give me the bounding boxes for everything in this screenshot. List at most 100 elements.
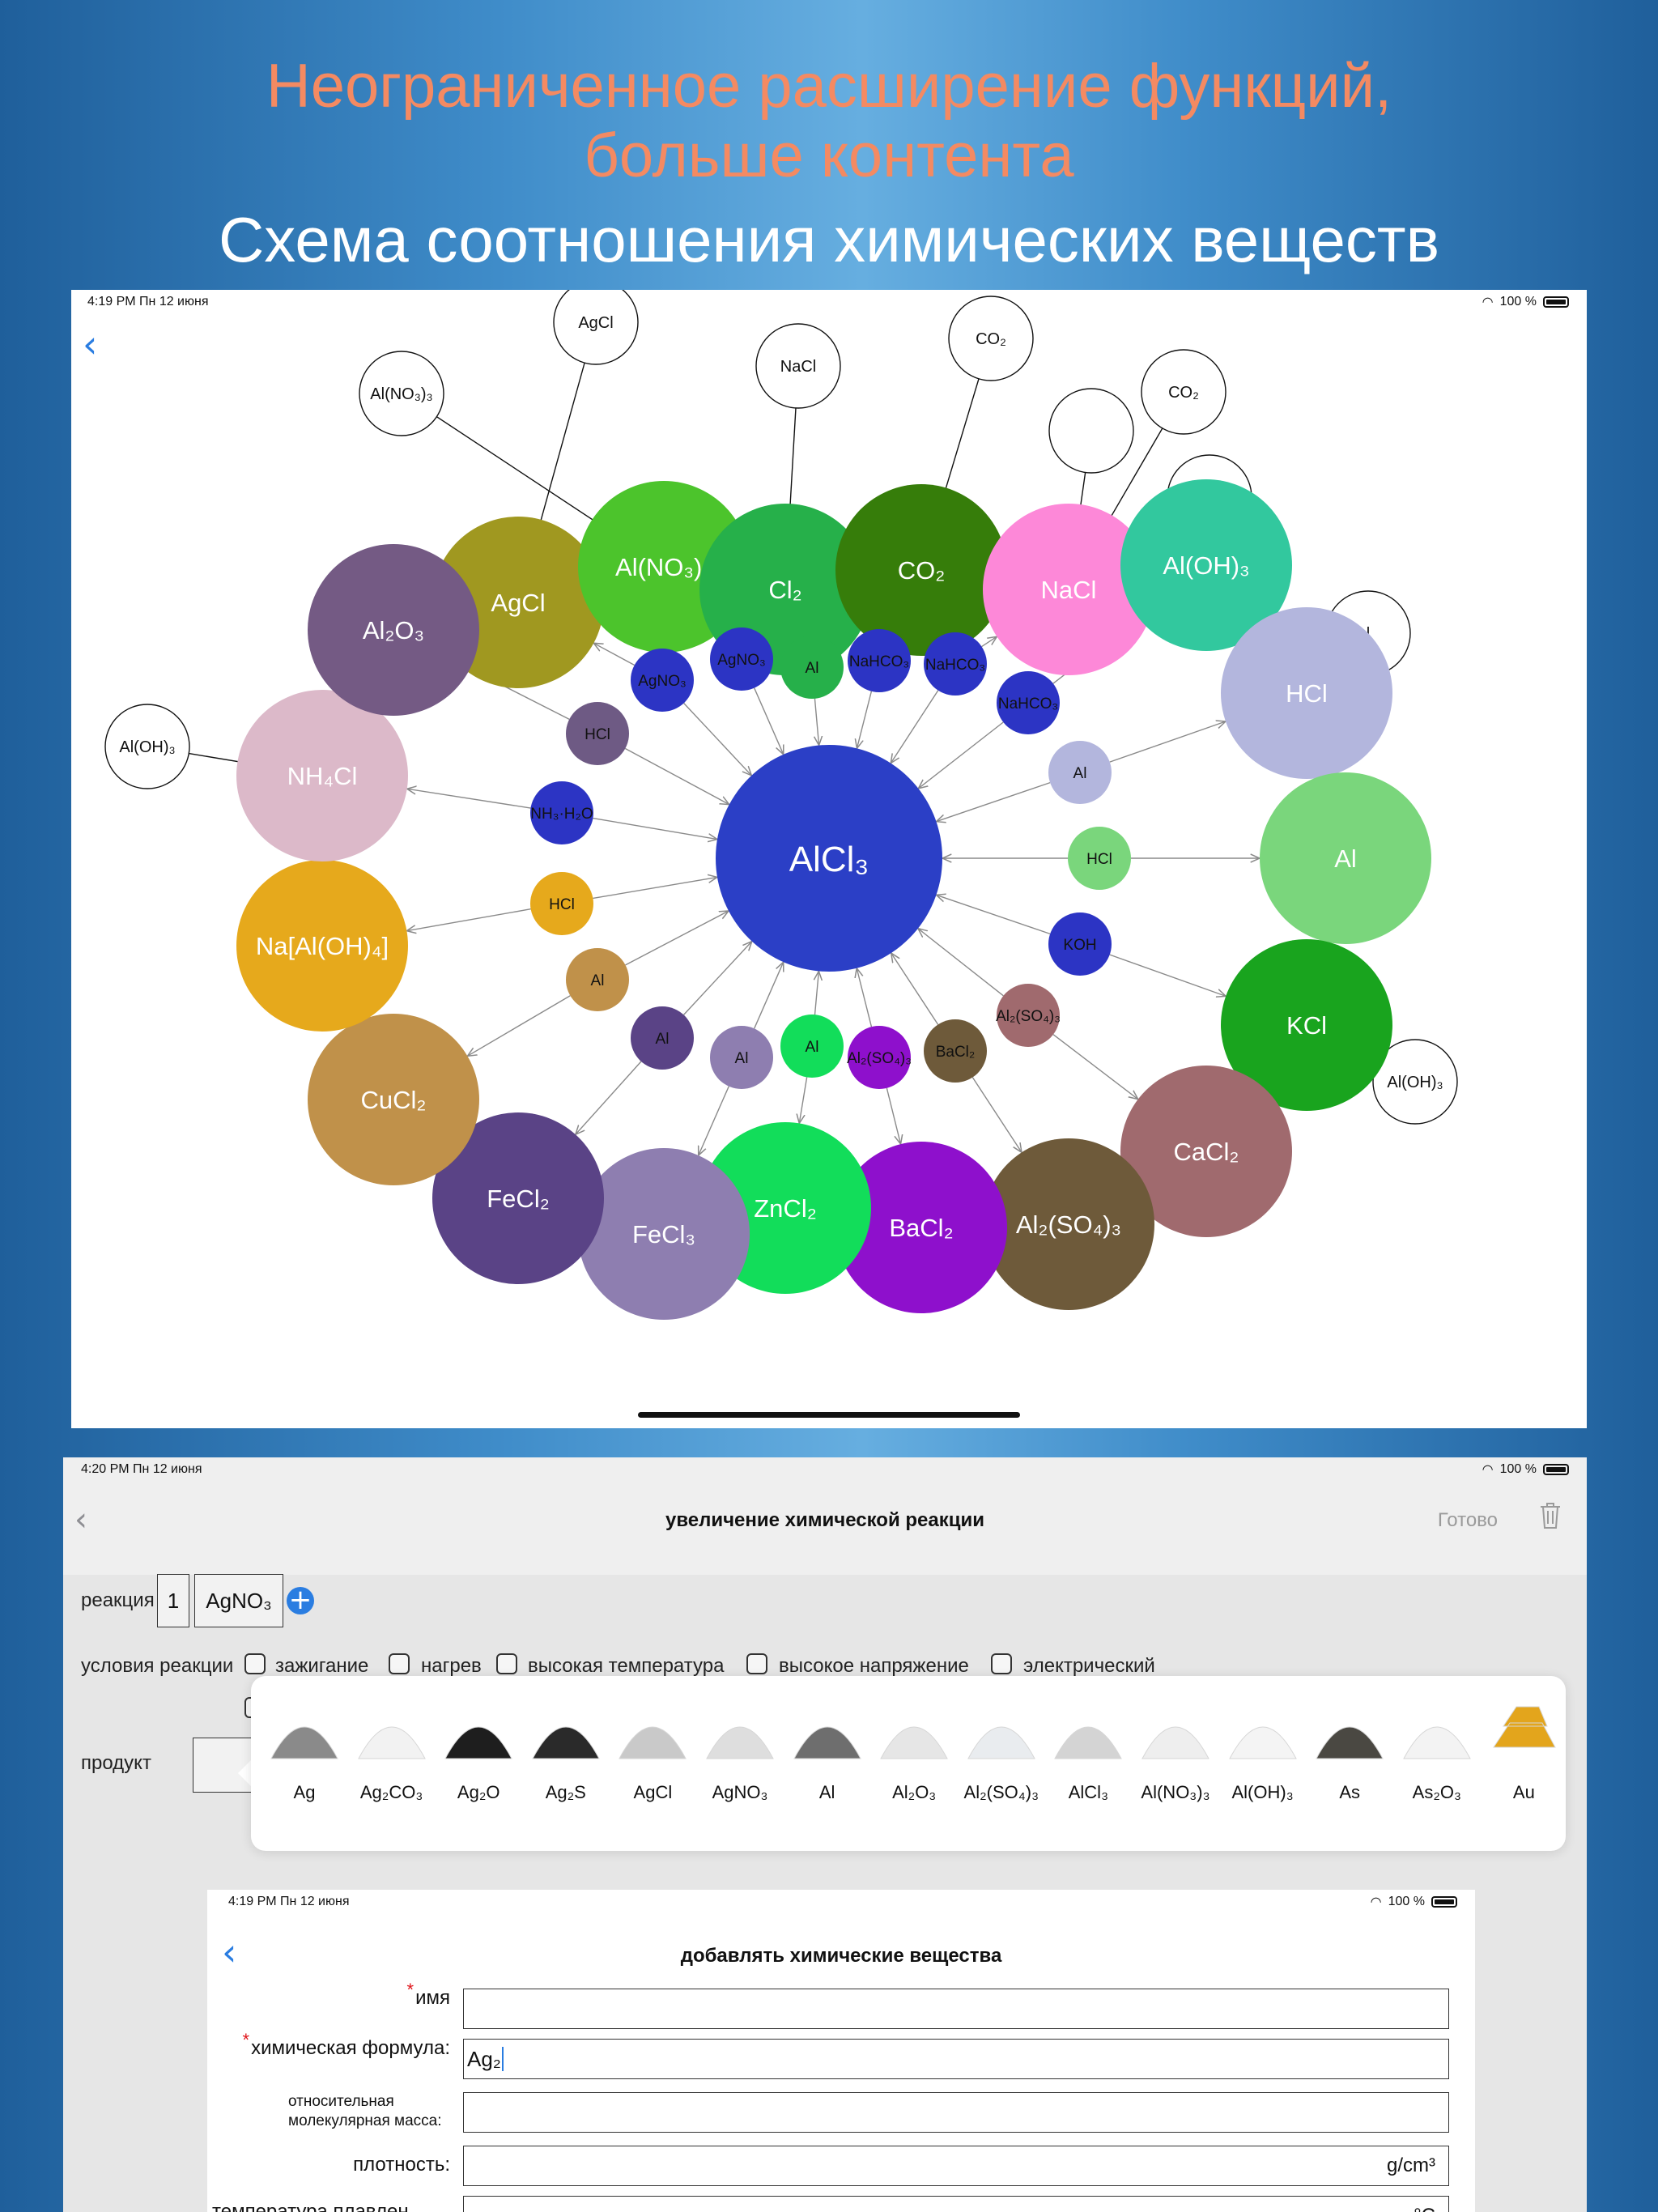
connector-arrow (625, 747, 729, 804)
status-right: ◠ 100 % (1482, 1457, 1569, 1482)
connector-arrow (891, 690, 939, 764)
inner-node[interactable]: NaHCO₃ (848, 629, 911, 692)
outer-node[interactable]: NH₄Cl (236, 690, 408, 861)
white-node[interactable]: Al(NO₃)₃ (359, 351, 444, 436)
substance-item[interactable]: Al₂O₃ (870, 1691, 958, 1803)
back-icon[interactable]: ‹ (83, 322, 98, 366)
inner-node[interactable]: Al (566, 948, 629, 1011)
substance-item[interactable]: Ag₂O (435, 1691, 522, 1803)
outer-node-label: CaCl₂ (1174, 1138, 1239, 1166)
center-node[interactable]: AlCl₃ (716, 745, 942, 972)
white-node[interactable]: NaCl (755, 323, 841, 409)
inner-node[interactable]: HCl (1068, 827, 1131, 890)
substance-item[interactable]: AgNO₃ (696, 1691, 784, 1803)
reaction-count-field[interactable]: 1 (157, 1574, 189, 1627)
white-node[interactable] (1048, 388, 1134, 474)
outer-node[interactable]: FeCl₂ (432, 1112, 604, 1284)
name-input[interactable] (463, 1989, 1449, 2029)
checkbox-ignition[interactable] (244, 1653, 266, 1674)
outer-node[interactable]: Al(OH)₃ (1120, 479, 1292, 651)
inner-node-label: NaHCO₃ (849, 653, 909, 670)
substance-item[interactable]: AlCl₃ (1044, 1691, 1132, 1803)
substance-item[interactable]: AgCl (609, 1691, 696, 1803)
outer-node-circle (1221, 939, 1392, 1111)
status-time: 4:19 PM Пн 12 июня (228, 1895, 350, 1908)
inner-node[interactable]: Al (780, 636, 844, 699)
substance-name: AgNO₃ (712, 1782, 768, 1802)
connector-arrow (1109, 721, 1226, 763)
reaction-substance-field[interactable]: AgNO₃ (194, 1574, 283, 1627)
done-button[interactable]: Готово (1437, 1509, 1498, 1531)
add-reactant-icon[interactable]: + (287, 1586, 314, 1614)
inner-node[interactable]: AgNO₃ (710, 627, 773, 691)
inner-node[interactable]: NaHCO₃ (924, 632, 987, 696)
substance-item[interactable]: As₂O₃ (1393, 1691, 1481, 1803)
outer-node[interactable]: CO₂ (835, 484, 1007, 656)
outer-node[interactable]: KCl (1221, 939, 1392, 1111)
inner-node[interactable]: Al (780, 1015, 844, 1078)
inner-node[interactable]: Al₂(SO₄)₃ (996, 984, 1061, 1047)
substance-item[interactable]: Au (1480, 1691, 1567, 1803)
inner-node[interactable]: Al₂(SO₄)₃ (847, 1026, 912, 1089)
back-icon[interactable]: ‹ (74, 1501, 87, 1538)
inner-node[interactable]: NaHCO₃ (997, 671, 1060, 734)
outer-node[interactable]: Al₂O₃ (308, 544, 479, 716)
page-title: увеличение химической реакции (665, 1509, 984, 1531)
density-input[interactable]: g/cm³ (463, 2146, 1449, 2186)
wifi-icon: ◠ (1370, 1894, 1382, 1909)
outer-node[interactable]: CaCl₂ (1120, 1066, 1292, 1237)
substance-item[interactable]: Al(NO₃)₃ (1132, 1691, 1219, 1803)
outer-node[interactable]: CuCl₂ (308, 1014, 479, 1185)
trash-icon[interactable] (1538, 1501, 1562, 1530)
outer-node[interactable]: NaCl (983, 504, 1154, 675)
inner-node-circle (997, 671, 1060, 734)
outer-node-label: Na[Al(OH)₄] (256, 932, 389, 960)
headline-line-2: больше контента (584, 121, 1074, 190)
outer-node[interactable]: HCl (1221, 607, 1392, 779)
substance-name: AgCl (633, 1782, 673, 1802)
inner-node[interactable]: BaCl₂ (924, 1019, 987, 1083)
white-node[interactable]: Al(OH)₃ (104, 704, 190, 789)
checkbox-heating[interactable] (389, 1653, 410, 1674)
outer-node-label: NH₄Cl (287, 762, 358, 790)
formula-input[interactable]: Ag₂ (463, 2039, 1449, 2079)
checkbox-high-temperature[interactable] (496, 1653, 517, 1674)
molar-mass-input[interactable] (463, 2092, 1449, 2133)
substance-item[interactable]: Al (784, 1691, 871, 1803)
checkbox-electric[interactable] (991, 1653, 1012, 1674)
inner-node[interactable]: Al (1048, 741, 1112, 804)
substance-item[interactable]: Al(OH)₃ (1219, 1691, 1307, 1803)
checkbox-high-voltage[interactable] (746, 1653, 767, 1674)
outer-node[interactable]: FeCl₃ (578, 1148, 750, 1320)
white-node[interactable]: Al(OH)₃ (1372, 1039, 1458, 1125)
outer-node[interactable]: BaCl₂ (835, 1142, 1007, 1313)
outer-node-label: CuCl₂ (361, 1086, 427, 1114)
inner-node[interactable]: AgNO₃ (631, 649, 694, 712)
outer-node[interactable]: Al₂(SO₄)₃ (983, 1138, 1154, 1310)
white-node[interactable]: AgCl (553, 290, 639, 365)
substance-item[interactable]: As (1306, 1691, 1393, 1803)
substance-item[interactable]: Ag₂S (522, 1691, 610, 1803)
melting-point-input[interactable]: °C (463, 2196, 1449, 2212)
white-node[interactable]: CO₂ (1141, 349, 1226, 435)
battery-icon (1543, 1464, 1569, 1475)
inner-node[interactable]: Al (631, 1006, 694, 1070)
substance-item[interactable]: Ag₂CO₃ (348, 1691, 436, 1803)
substance-item[interactable]: Ag (261, 1691, 348, 1803)
substance-item[interactable]: Al₂(SO₄)₃ (958, 1691, 1045, 1803)
outer-node[interactable]: Al (1260, 772, 1431, 944)
substance-name: As (1339, 1782, 1361, 1802)
back-icon[interactable]: ‹ (222, 1930, 237, 1974)
connector-arrow (467, 995, 571, 1057)
outer-node[interactable]: Na[Al(OH)₄] (236, 860, 408, 1032)
inner-node[interactable]: NH₃·H₂O (530, 781, 593, 844)
substance-name: Al(NO₃)₃ (1141, 1782, 1210, 1802)
inner-node-circle (566, 702, 629, 765)
inner-node[interactable]: Al (710, 1026, 773, 1089)
inner-node[interactable]: HCl (566, 702, 629, 765)
status-right: ◠ 100 % (1371, 1890, 1457, 1914)
inner-node[interactable]: HCl (530, 872, 593, 935)
inner-node[interactable]: KOH (1048, 912, 1112, 976)
white-node-label: Al(OH)₃ (1387, 1074, 1443, 1091)
white-node[interactable]: CO₂ (948, 296, 1034, 381)
